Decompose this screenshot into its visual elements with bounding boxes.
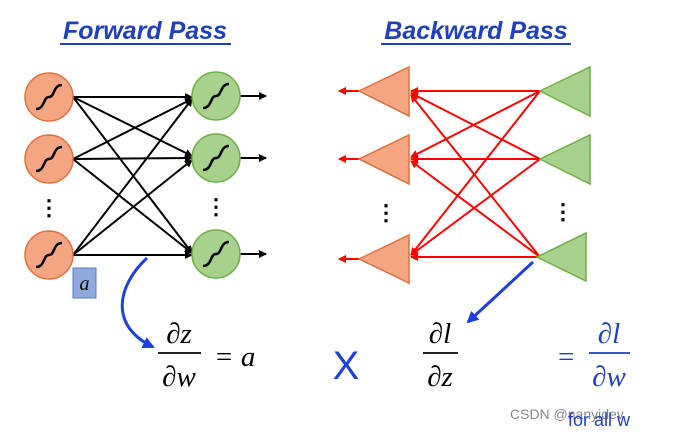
forward-edge bbox=[72, 98, 193, 256]
forward-connections bbox=[72, 92, 267, 259]
watermark: CSDN @nanyidev bbox=[510, 406, 624, 422]
backward-edge bbox=[410, 92, 541, 160]
forward-edge bbox=[72, 96, 193, 254]
backward-left-triangle bbox=[357, 133, 410, 186]
forward-edge bbox=[72, 158, 193, 254]
activation-label: a bbox=[80, 273, 90, 295]
backward-right-triangle bbox=[538, 65, 591, 118]
for-all-w-note: for all w bbox=[568, 410, 631, 430]
forward-pass-title: Forward Pass bbox=[63, 17, 227, 45]
equation-dz-dw: ∂z ∂w = a bbox=[158, 318, 255, 393]
sigmoid-icon bbox=[202, 82, 230, 110]
forward-edge bbox=[72, 98, 193, 160]
forward-edge bbox=[72, 154, 193, 163]
backward-left-triangle bbox=[357, 233, 410, 285]
backward-left-units bbox=[357, 65, 410, 285]
eq-backward-numerator: ∂l bbox=[429, 318, 451, 350]
backward-blue-arrow bbox=[466, 260, 535, 324]
multiply-symbol: X bbox=[333, 344, 360, 388]
forward-input-neurons bbox=[24, 72, 74, 280]
forward-edge bbox=[72, 96, 193, 157]
backward-edge bbox=[410, 158, 541, 256]
forward-output-neurons bbox=[191, 71, 241, 279]
forward-edge bbox=[72, 159, 193, 256]
backward-edge bbox=[410, 160, 541, 258]
backward-edge bbox=[410, 90, 541, 256]
output-neuron bbox=[191, 71, 241, 121]
eq-result-denominator: ∂w bbox=[592, 361, 626, 393]
backward-right-triangle bbox=[538, 133, 591, 186]
input-neuron bbox=[24, 72, 74, 122]
forward-left-vdots: ⋮ bbox=[38, 195, 60, 220]
sigmoid-icon bbox=[35, 145, 63, 173]
backward-right-triangle bbox=[535, 231, 587, 283]
sigmoid-icon bbox=[35, 83, 63, 111]
eq-backward-denominator: ∂z bbox=[427, 361, 453, 393]
activation-box bbox=[72, 267, 97, 299]
eq-result-equals: = bbox=[558, 341, 574, 373]
equation-dl-dz: ∂l ∂z bbox=[423, 318, 458, 393]
sigmoid-icon bbox=[202, 240, 230, 268]
sigmoid-icon bbox=[202, 144, 230, 172]
backward-edge bbox=[410, 90, 541, 158]
output-neuron bbox=[191, 229, 241, 279]
backward-pass-title: Backward Pass bbox=[384, 17, 568, 45]
forward-curve-arrow bbox=[120, 256, 155, 349]
backward-right-units bbox=[535, 65, 591, 283]
eq-forward-numerator: ∂z bbox=[166, 318, 192, 350]
backward-right-vdots: ⋮ bbox=[552, 199, 574, 224]
eq-forward-rhs: = a bbox=[214, 341, 255, 373]
input-neuron bbox=[24, 230, 74, 280]
backward-edge bbox=[410, 94, 541, 258]
forward-right-vdots: ⋮ bbox=[205, 194, 227, 219]
output-neuron bbox=[191, 133, 241, 183]
eq-forward-denominator: ∂w bbox=[162, 361, 196, 393]
input-neuron bbox=[24, 134, 74, 184]
equation-result: = ∂l ∂w bbox=[558, 318, 630, 393]
backward-left-vdots: ⋮ bbox=[375, 200, 397, 225]
backward-connections bbox=[338, 87, 541, 263]
sigmoid-icon bbox=[35, 241, 63, 269]
eq-result-numerator: ∂l bbox=[598, 318, 620, 350]
backward-left-triangle bbox=[357, 65, 410, 118]
